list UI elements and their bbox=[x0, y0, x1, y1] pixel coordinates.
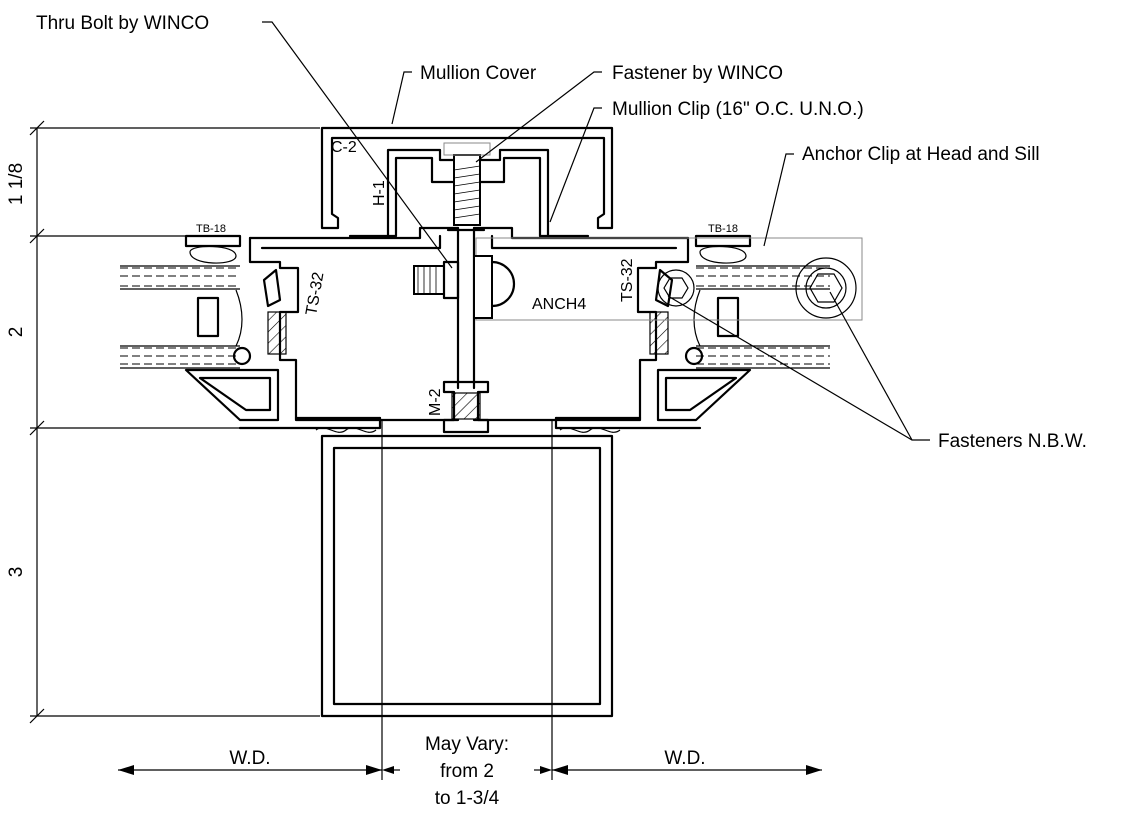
tag-c2: C-2 bbox=[331, 139, 357, 156]
thru-bolt bbox=[413, 260, 460, 300]
anchor-clip bbox=[473, 237, 863, 321]
tag-anch4: ANCH4 bbox=[532, 296, 586, 313]
callout-fasteners-nbw: Fasteners N.B.W. bbox=[938, 431, 1087, 452]
steel-tube bbox=[315, 420, 621, 780]
right-glazing-unit bbox=[649, 234, 830, 422]
mullion-body bbox=[238, 226, 702, 430]
wd-left-label: W.D. bbox=[229, 748, 270, 769]
tag-ts32-right: TS-32 bbox=[619, 258, 636, 302]
horizontal-dimensions bbox=[118, 765, 822, 775]
callout-anchor-clip: Anchor Clip at Head and Sill bbox=[802, 144, 1040, 165]
tag-tb18-right: TB-18 bbox=[708, 223, 738, 235]
tag-ts32-left: TS-32 bbox=[303, 271, 327, 317]
callout-thru-bolt: Thru Bolt by WINCO bbox=[36, 13, 209, 34]
callout-fastener: Fastener by WINCO bbox=[612, 63, 783, 84]
callout-mullion-clip: Mullion Clip (16" O.C. U.N.O.) bbox=[612, 99, 864, 120]
dim-3: 3 bbox=[6, 567, 27, 578]
dim-2: 2 bbox=[6, 327, 27, 338]
mullion-clip bbox=[348, 148, 590, 238]
may-vary-line3: to 1-3/4 bbox=[435, 788, 500, 809]
tag-h1: H-1 bbox=[371, 180, 388, 206]
winco-fastener bbox=[443, 142, 491, 226]
m2-thermal-break bbox=[442, 380, 490, 434]
callout-mullion-cover: Mullion Cover bbox=[420, 63, 537, 84]
mullion-cover bbox=[320, 126, 614, 230]
wd-right-label: W.D. bbox=[664, 748, 705, 769]
callout-leaders bbox=[262, 21, 930, 441]
may-vary-line1: May Vary: bbox=[425, 734, 509, 755]
may-vary-line2: from 2 bbox=[440, 761, 494, 782]
dim-1-1-8: 1 1/8 bbox=[6, 163, 27, 205]
tag-tb18-left: TB-18 bbox=[196, 223, 226, 235]
left-glazing-unit bbox=[120, 234, 287, 422]
tag-m2: M-2 bbox=[427, 388, 444, 416]
vertical-dimension-lines bbox=[29, 120, 320, 724]
